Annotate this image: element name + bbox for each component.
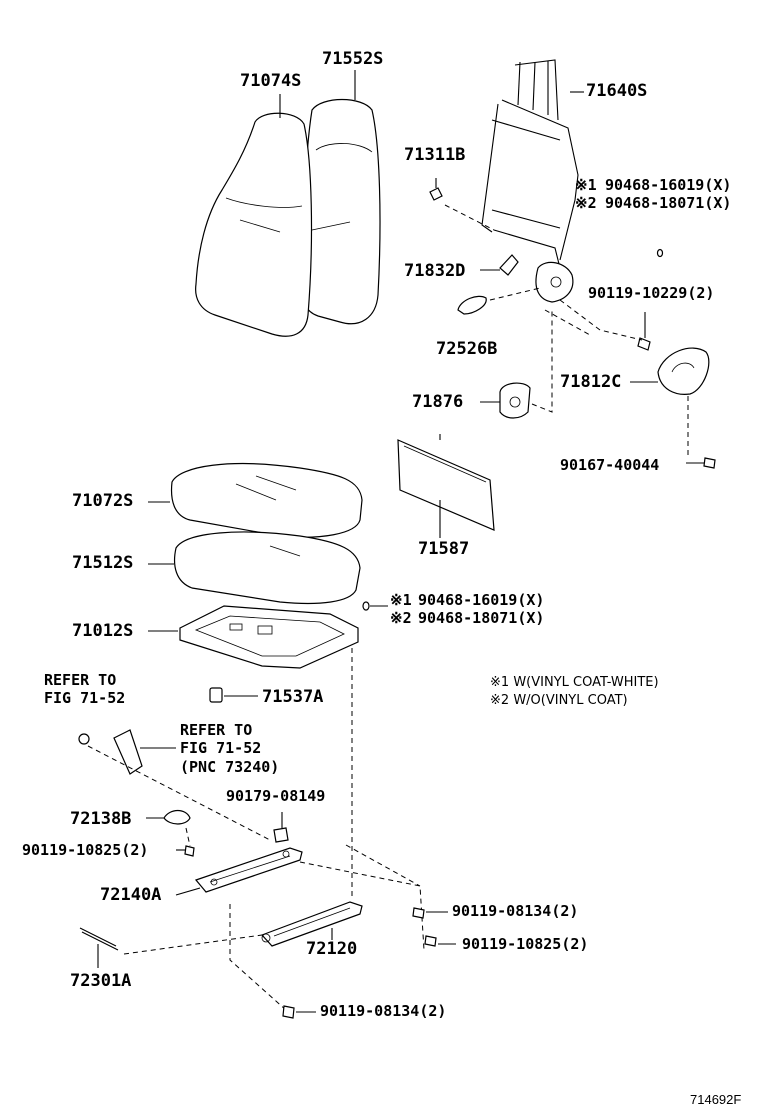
mark-2-top: ※2 [575,195,597,212]
note-1: ※1 W(VINYL COAT-WHITE) [490,675,659,690]
clip-71311b [429,178,443,201]
mark-2: ※2 [575,194,597,212]
label-90468-18071-top: 90468-18071(X) [605,194,732,212]
cap-71537a [209,687,223,703]
label-71812c: 71812C [560,372,622,392]
mark-1-bottom: ※1 [390,592,412,609]
bolt-90119-08134-right [412,907,425,919]
mark-1-top: ※1 [575,177,597,194]
label-90167-40044: 90167-40044 [560,456,660,474]
label-71012s: 71012S [72,621,134,641]
label-71587: 71587 [418,539,470,559]
label-90119-10825-right: 90119-10825(2) [462,935,589,953]
bolt-90119-10825-right [424,935,437,947]
knob-71812c [657,347,710,395]
refer-1-line-2: FIG 71-52 [44,689,126,707]
track-72140a [194,847,303,893]
refer-2-line-1: REFER TO [180,721,253,739]
figure-code: 714692F [690,1092,742,1107]
label-90179-08149: 90179-08149 [226,787,326,805]
label-90119-08134-right: 90119-08134(2) [452,902,579,920]
label-71311b: 71311B [404,145,466,165]
label-71876: 71876 [412,392,464,412]
mark-2-bottom: ※2 [390,610,412,627]
cover-71832d [480,254,519,276]
refer-2-line-3: (PNC 73240) [180,758,280,776]
track-72120 [260,901,363,947]
label-71552s: 71552S [322,49,384,69]
label-72120: 72120 [306,939,358,959]
note-1-mark: ※1 [490,675,510,690]
seatback-frame-71640s [481,59,584,303]
seatback-pad-71552s [301,99,381,325]
wire-72301a [79,927,119,951]
label-90119-10229: 90119-10229(2) [588,284,715,302]
note-2-text: W/O(VINYL COAT) [513,693,628,708]
mark-1: ※1 [575,176,597,194]
label-90119-08134-bottom: 90119-08134(2) [320,1002,447,1020]
cushion-frame-71012s [179,605,359,669]
refer-2-line-2: FIG 71-52 [180,739,262,757]
label-72526b: 72526B [436,339,498,359]
buckle-ref [78,729,176,775]
label-71074s: 71074S [240,71,302,91]
plug-90468-bottom [362,601,370,611]
screw-90167-40044 [703,457,716,469]
cushion-pad-71512s [173,531,361,605]
cover-71876 [499,382,531,419]
label-72138b: 72138B [70,809,132,829]
label-71072s: 71072S [72,491,134,511]
bolt-90119-10825-left [184,845,195,857]
lever-cover-72138b [163,809,191,825]
label-90119-10825-left: 90119-10825(2) [22,841,149,859]
cushion-cover-71072s [170,463,363,538]
refer-1-line-1: REFER TO [44,671,117,689]
note-2-mark: ※2 [490,693,510,708]
plug-90468-top [656,248,664,258]
label-71832d: 71832D [404,261,466,281]
label-71640s: 71640S [586,81,648,101]
nut-90179-08149 [273,827,289,843]
label-90468-18071-bottom: 90468-18071(X) [418,609,545,627]
note-2: ※2 W/O(VINYL COAT) [490,693,628,708]
label-72140a: 72140A [100,885,162,905]
mark-1: ※1 [390,591,412,609]
label-71537a: 71537A [262,687,324,707]
note-1-text: W(VINYL COAT-WHITE) [513,675,659,690]
label-71512s: 71512S [72,553,134,573]
label-72301a: 72301A [70,971,132,991]
label-90468-16019-top: 90468-16019(X) [605,176,732,194]
bolt-90119-10229 [637,312,651,351]
board-71587 [397,439,495,538]
label-90468-16019-bottom: 90468-16019(X) [418,591,545,609]
bolt-90119-08134-bottom [282,1005,295,1019]
seatback-cover-71074s [195,112,313,337]
mark-2: ※2 [390,609,412,627]
cover-72526b [457,295,487,315]
